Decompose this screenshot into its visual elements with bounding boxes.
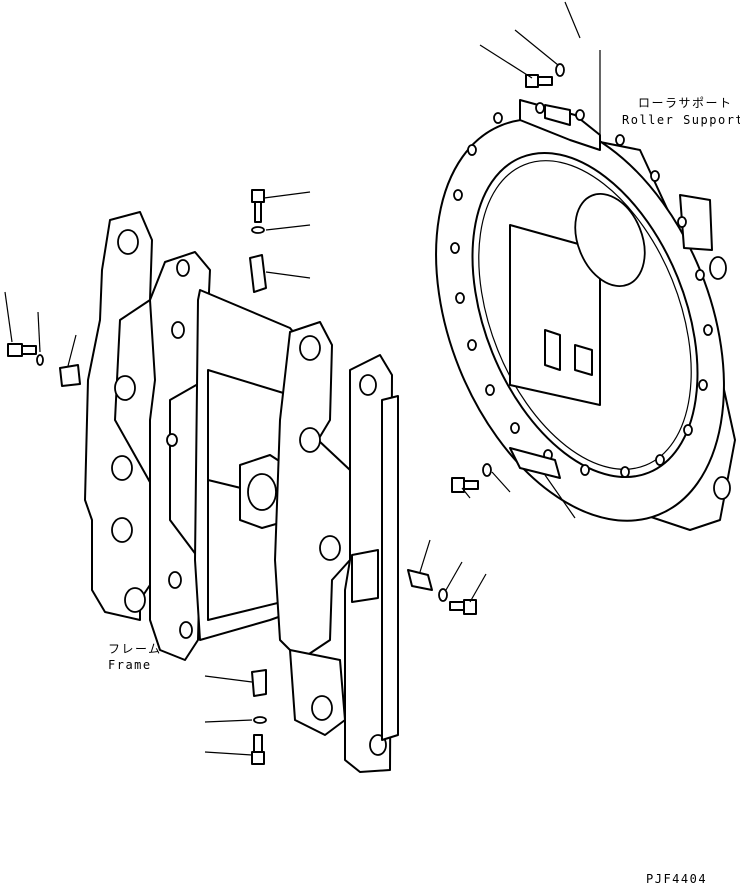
ring-bolt-holes [450, 102, 713, 478]
roller-support-label-en: Roller Support [622, 113, 740, 127]
fasteners [7, 63, 565, 765]
frame-assembly [84, 211, 399, 773]
roller-support [435, 50, 736, 531]
frame-label-jp: フレーム [108, 642, 162, 656]
roller-support-label-jp: ローラサポート [638, 96, 733, 110]
drawing-code: PJF4404 [646, 872, 708, 886]
frame-label-en: Frame [108, 658, 152, 672]
leader-lines [4, 1, 581, 756]
